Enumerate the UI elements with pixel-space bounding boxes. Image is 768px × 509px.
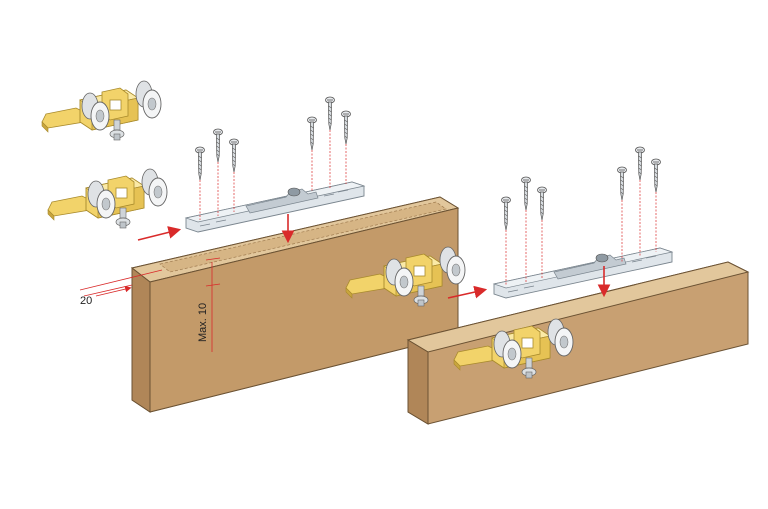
screw-icon <box>213 128 223 163</box>
door-panel-large <box>130 196 460 413</box>
depth-dimension-label: Max. 10 <box>197 303 209 342</box>
trolley-icon <box>47 168 168 229</box>
screw-icon <box>501 196 511 231</box>
arrow-icon <box>137 226 182 241</box>
screws-right <box>501 146 661 286</box>
screws-left <box>195 96 351 220</box>
screw-icon <box>229 138 239 173</box>
screw-icon <box>341 110 351 145</box>
dimension-guides: 20 Max. 10 <box>79 257 221 352</box>
screw-icon <box>325 96 335 131</box>
trolley-icon <box>41 80 162 141</box>
arrow-icon <box>447 285 488 299</box>
screw-icon <box>537 186 547 221</box>
door-panel-small <box>406 261 750 425</box>
arrows <box>137 214 611 299</box>
screw-icon <box>617 166 627 201</box>
screw-icon <box>307 116 317 151</box>
screw-icon <box>651 158 661 193</box>
width-dimension-label: 20 <box>80 295 92 307</box>
screw-icon <box>195 146 205 181</box>
screw-icon <box>635 146 645 181</box>
screw-icon <box>521 176 531 211</box>
